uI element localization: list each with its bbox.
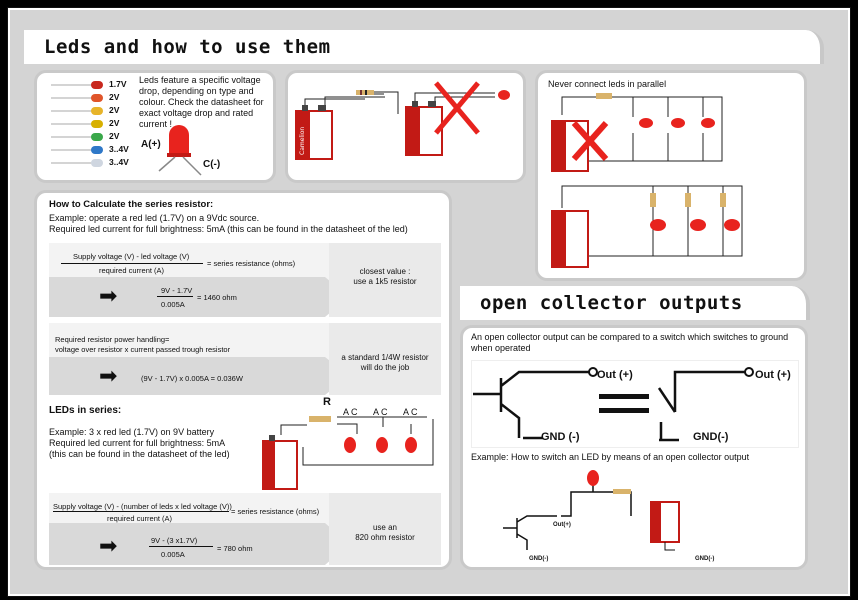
voltage-label-1: 2V	[109, 92, 120, 102]
voltage-label-0: 1.7V	[109, 79, 127, 89]
calc1-denominator: 0.005A	[161, 300, 185, 309]
power-calc-box	[49, 357, 349, 395]
arrow-right-icon: ➡	[99, 283, 118, 308]
wrong-connection-panel: Camelion	[285, 70, 526, 183]
calc1-rhs: = 1460 ohm	[197, 293, 237, 302]
formula3-rhs: = series resistance (ohms)	[231, 507, 320, 516]
small-gnd-label-2: GND(-)	[695, 556, 715, 562]
small-out-label: Out(+)	[553, 522, 571, 528]
out-label-switch: Out (+)	[755, 369, 791, 381]
resistor-label: R	[323, 396, 331, 408]
leds-series-line3: (this can be found in the datasheet of t…	[49, 449, 230, 459]
open-collector-example: Example: How to switch an LED by means o…	[471, 452, 750, 462]
voltage-label-4: 2V	[109, 131, 120, 141]
equivalence-box	[471, 360, 799, 448]
gnd-label: GND (-)	[541, 431, 580, 443]
led-0-icon	[91, 81, 103, 89]
power-text-2: voltage over resistor x current passed t…	[55, 345, 231, 354]
power-box	[49, 323, 333, 363]
page-title: Leds and how to use them	[44, 36, 331, 58]
fraction-bar	[149, 546, 213, 547]
voltage-label-3: 2V	[109, 118, 120, 128]
led-6-icon	[91, 159, 103, 167]
calc3-denominator: 0.005A	[161, 550, 185, 559]
open-collector-title: open collector outputs	[480, 292, 743, 314]
formula3-denominator: required current (A)	[107, 514, 173, 523]
intro-text: Leds feature a specific voltage drop, de…	[139, 75, 264, 129]
power-text-1: Required resistor power handling=	[55, 335, 170, 344]
open-collector-title-bar: open collector outputs	[460, 286, 810, 320]
leds-series-heading: LEDs in series:	[49, 405, 122, 416]
led1-ac-label: A C	[343, 407, 358, 417]
result-box-1: closest value : use a 1k5 resistor	[329, 243, 441, 317]
power-calc: (9V - 1.7V) x 0.005A = 0.036W	[141, 374, 243, 383]
leds-series-line1: Example: 3 x red led (1.7V) on 9V batter…	[49, 427, 215, 437]
fraction-bar	[157, 296, 193, 297]
arrow-right-icon: ➡	[99, 533, 118, 558]
result-box-2: a standard 1/4W resistor will do the job	[329, 323, 441, 395]
fraction-bar	[53, 511, 229, 512]
result-box-3: use an 820 ohm resistor	[329, 493, 441, 565]
leds-series-line2: Required led current for full brightness…	[49, 438, 226, 448]
red-led-large-icon	[158, 125, 202, 176]
formula1-rhs: = series resistance (ohms)	[207, 259, 296, 268]
formula3-numerator: Supply voltage (V) - (number of leds x l…	[53, 502, 232, 511]
parallel-panel: Never connect leds in parallel	[535, 70, 807, 281]
calc3-rhs: = 780 ohm	[217, 544, 253, 553]
gnd-label-switch: GND(-)	[693, 431, 729, 443]
direct-connection-diagram: Camelion	[295, 81, 510, 160]
led-intro-panel: 1.7V 2V 2V 2V 2V 3..4V 3..4V Leds feature a sp…	[34, 70, 276, 183]
led-5-icon	[91, 146, 103, 154]
calc-box-3	[49, 523, 349, 565]
open-collector-panel: An open collector output can be compared…	[460, 325, 808, 570]
parallel-circuits-diagram	[551, 93, 743, 268]
open-collector-diagrams	[473, 367, 754, 551]
fraction-bar	[61, 263, 203, 264]
arrow-right-icon: ➡	[99, 363, 118, 388]
voltage-label-2: 2V	[109, 105, 120, 115]
open-collector-intro: An open collector output can be compared…	[471, 332, 789, 353]
led-2-icon	[91, 107, 103, 115]
led3-ac-label: A C	[403, 407, 418, 417]
led-1-icon	[91, 94, 103, 102]
led2-ac-label: A C	[373, 407, 388, 417]
cathode-label: C(-)	[203, 159, 221, 170]
series-leds-diagram	[262, 416, 434, 490]
formula1-numerator: Supply voltage (V) - led voltage (V)	[73, 252, 190, 261]
led-colors-diagram	[51, 81, 202, 176]
calc-box-1	[49, 277, 349, 317]
voltage-label-5: 3..4V	[109, 144, 129, 154]
series-example-2: Required led current for full brightness…	[49, 224, 408, 234]
calc1-numerator: 9V - 1.7V	[161, 286, 193, 295]
led-3-icon	[91, 120, 103, 128]
title-bar: Leds and how to use them	[24, 30, 824, 64]
parallel-warning-text: Never connect leds in parallel	[548, 79, 667, 89]
out-label: Out (+)	[597, 369, 633, 381]
voltage-label-6: 3..4V	[109, 157, 129, 167]
anode-label: A(+)	[141, 139, 161, 150]
series-resistor-panel: How to Calculate the series resistor: Ex…	[34, 190, 452, 570]
svg-text:Camelion: Camelion	[299, 127, 306, 155]
series-example-1: Example: operate a red led (1.7V) on a 9…	[49, 213, 260, 223]
formula1-denominator: required current (A)	[99, 266, 165, 275]
led-4-icon	[91, 133, 103, 141]
small-gnd-label: GND(-)	[529, 556, 549, 562]
series-calc-heading: How to Calculate the series resistor:	[49, 199, 214, 210]
calc3-numerator: 9V - (3 x1.7V)	[151, 536, 198, 545]
